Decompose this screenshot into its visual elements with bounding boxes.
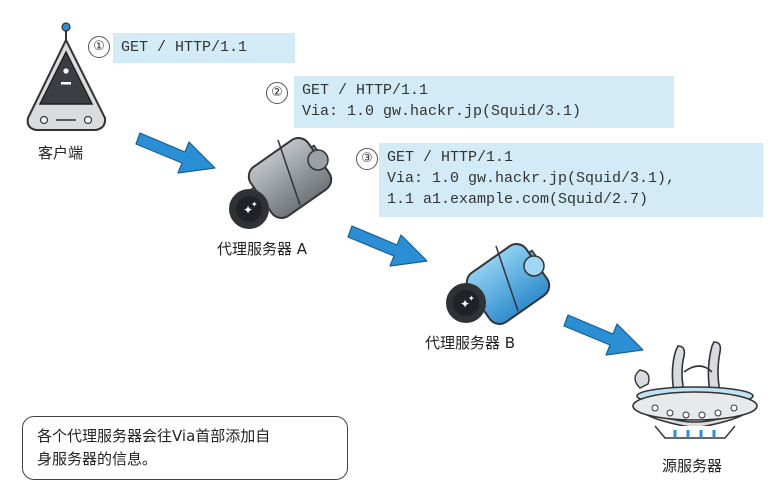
origin-server-label: 源服务器 [662,457,723,475]
step-number-1: ① [88,36,110,58]
note-box: 各个代理服务器会往Via首部添加自 身服务器的信息。 [22,416,348,480]
request-box-1: GET / HTTP/1.1 [113,33,295,63]
note-line-2: 身服务器的信息。 [37,450,158,468]
origin-server-icon [632,341,758,439]
via-header-line: Via: 1.0 gw.hackr.jp(Squid/3.1) [302,103,582,120]
request-box-3: GET / HTTP/1.1 Via: 1.0 gw.hackr.jp(Squi… [379,143,763,217]
client-label: 客户端 [38,144,84,162]
request-line: GET / HTTP/1.1 [121,39,248,56]
svg-text:✦: ✦ [468,294,475,303]
svg-text:✦: ✦ [251,200,258,209]
flow-arrow-2 [347,225,428,267]
svg-text:✦: ✦ [243,203,253,217]
proxy-b-satellite-icon: ✦ ✦ [446,243,551,325]
flow-arrow-3 [563,314,644,356]
step-number-2: ② [266,82,288,104]
request-line: GET / HTTP/1.1 [302,82,429,99]
svg-text:✦: ✦ [460,297,470,311]
client-robot-icon [26,22,107,131]
via-header-line: Via: 1.0 gw.hackr.jp(Squid/3.1), [387,170,676,187]
request-line: GET / HTTP/1.1 [387,149,514,166]
proxy-a-satellite-icon: ✦ ✦ [229,137,333,229]
step-number-3: ③ [356,148,378,170]
proxy-b-label: 代理服务器 B [425,334,516,352]
proxy-a-label: 代理服务器 A [217,240,308,258]
note-line-1: 各个代理服务器会往Via首部添加自 [37,427,271,445]
via-header-line: 1.1 a1.example.com(Squid/2.7) [387,191,649,208]
request-box-2: GET / HTTP/1.1 Via: 1.0 gw.hackr.jp(Squi… [294,76,674,128]
flow-arrow-1 [135,132,216,174]
